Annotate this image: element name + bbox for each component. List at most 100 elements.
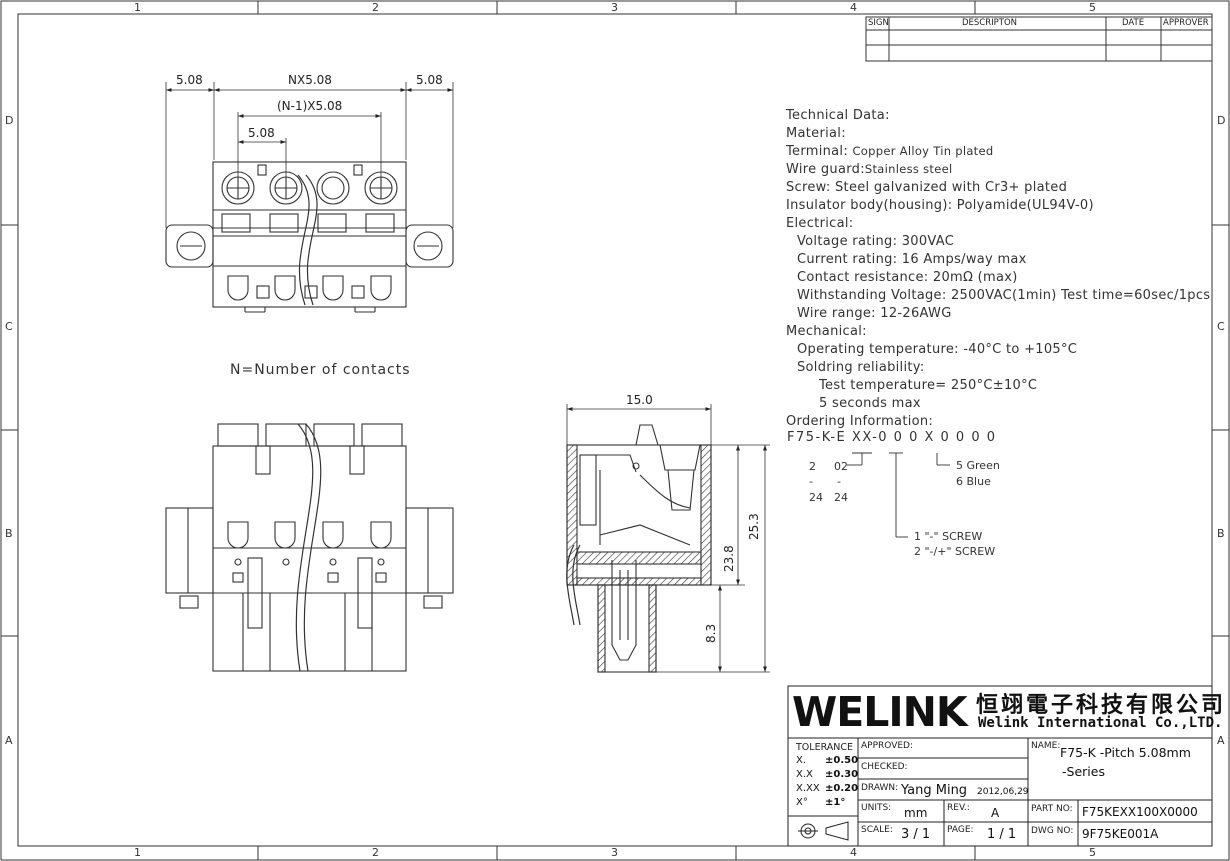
- drawn-by: Yang Ming: [901, 783, 968, 798]
- dim-height-body: 23.8: [722, 545, 736, 572]
- tech-line-text: Terminal:: [786, 144, 853, 159]
- tech-line: Electrical:: [786, 216, 853, 231]
- drawn-date: 2012,06,29: [977, 787, 1029, 797]
- tech-line-text: Operating temperature: -40°C to +105°C: [797, 342, 1078, 357]
- drawn-label: DRAWN:: [861, 783, 899, 793]
- tolerance-key: X.X: [796, 769, 813, 780]
- tech-line: Terminal: Copper Alloy Tin plated: [786, 144, 993, 159]
- tech-line-text: Current rating: 16 Amps/way max: [797, 252, 1027, 267]
- tech-line-text: Wire guard:: [786, 162, 865, 177]
- row-label-a-left: A: [5, 734, 13, 747]
- dwg-no-label: DWG NO:: [1031, 826, 1074, 836]
- rev-header-approver: APPROVER: [1163, 18, 1209, 28]
- ordering-ways-max: 24: [809, 491, 823, 504]
- product-name-line2: -Series: [1062, 764, 1105, 779]
- row-label-c-left: C: [5, 320, 13, 333]
- row-label-b-left: B: [5, 527, 13, 540]
- dim-inner-pitch: (N-1)X5.08: [277, 99, 343, 113]
- dim-overall-pitch: NX5.08: [288, 73, 332, 87]
- tech-line-text: Wire range: 12-26AWG: [797, 306, 952, 321]
- ordering-leaders: [847, 452, 950, 538]
- ordering-ways-sep-a: -: [809, 475, 813, 488]
- col-label-1-top: 1: [134, 1, 141, 14]
- tech-line-text: Material:: [786, 126, 846, 141]
- row-label-d-right: D: [1217, 114, 1226, 127]
- tech-line: Technical Data:: [786, 108, 890, 123]
- tolerance-value: ±0.30: [825, 769, 859, 780]
- ordering-code: F75-K-E XX-0 0 0 X 0 0 0 0: [787, 430, 997, 445]
- tech-line: Current rating: 16 Amps/way max: [797, 252, 1027, 267]
- col-label-4-bottom: 4: [850, 846, 857, 859]
- tech-line: Ordering Information:: [786, 414, 933, 429]
- row-label-a-right: A: [1217, 734, 1225, 747]
- tech-line: Wire range: 12-26AWG: [797, 306, 952, 321]
- tolerance-label: TOLERANCE: [796, 742, 854, 753]
- tech-line: 5 seconds max: [819, 396, 921, 411]
- tech-line-text: Electrical:: [786, 216, 854, 231]
- col-label-2-top: 2: [372, 1, 379, 14]
- col-label-5-top: 5: [1089, 1, 1096, 14]
- part-no-value: F75KEXX100X0000: [1082, 805, 1198, 819]
- row-label-c-right: C: [1217, 320, 1225, 333]
- tech-line: Withstanding Voltage: 2500VAC(1min) Test…: [797, 288, 1210, 303]
- scale-label: SCALE:: [861, 825, 893, 835]
- side-view: [566, 404, 770, 673]
- row-label-b-right: B: [1217, 527, 1225, 540]
- tech-line: Soldring reliability:: [797, 360, 925, 375]
- company-logo: WELINK: [792, 688, 968, 736]
- tech-line: Contact resistance: 20mΩ (max): [797, 270, 1018, 285]
- col-label-2-bottom: 2: [372, 846, 379, 859]
- ordering-ways-min: 2: [809, 460, 816, 473]
- tech-line: Screw: Steel galvanized with Cr3+ plated: [786, 180, 1067, 195]
- rev-header-description: DESCRIPTON: [962, 18, 1018, 28]
- approved-label: APPROVED:: [861, 741, 913, 751]
- ordering-ways-max-code: 24: [834, 491, 848, 504]
- tech-line: Operating temperature: -40°C to +105°C: [797, 342, 1077, 357]
- part-no-label: PART NO:: [1031, 804, 1073, 814]
- dwg-no-value: 9F75KE001A: [1082, 827, 1159, 841]
- col-label-1-bottom: 1: [134, 846, 141, 859]
- scale-value: 3 / 1: [901, 827, 931, 842]
- tech-line-text: Withstanding Voltage: 2500VAC(1min) Test…: [797, 288, 1211, 303]
- rev-header-date: DATE: [1122, 18, 1145, 28]
- dim-right-flange: 5.08: [416, 73, 443, 87]
- tech-line-text: Mechanical:: [786, 324, 867, 339]
- tech-line-text: Contact resistance: 20mΩ (max): [797, 270, 1018, 285]
- tech-line: Wire guard:Stainless steel: [786, 162, 953, 177]
- bottom-view: [165, 423, 454, 672]
- tolerance-value: ±0.20: [825, 783, 859, 794]
- tolerance-key: X.: [796, 755, 807, 766]
- tech-line: Mechanical:: [786, 324, 867, 339]
- row-label-d-left: D: [5, 114, 14, 127]
- rev-header-sign: SIGN: [868, 18, 889, 28]
- ordering-ways-sep-b: -: [837, 475, 841, 488]
- tech-line-text: Ordering Information:: [786, 414, 934, 429]
- tech-line-text: Test temperature= 250°C±10°C: [819, 378, 1038, 393]
- tech-line-detail: Stainless steel: [864, 162, 953, 176]
- tech-line-text: 5 seconds max: [819, 396, 921, 411]
- ordering-color-blue: 6 Blue: [956, 475, 991, 488]
- tech-line-text: Soldring reliability:: [797, 360, 925, 375]
- page-value: 1 / 1: [987, 827, 1017, 842]
- col-label-5-bottom: 5: [1089, 846, 1096, 859]
- tech-line-text: Voltage rating: 300VAC: [797, 234, 955, 249]
- dim-height-pin: 8.3: [704, 623, 718, 643]
- units-label: UNITS:: [861, 803, 892, 813]
- ordering-screw-2: 2 "-/+" SCREW: [914, 545, 996, 558]
- ordering-ways-min-code: 02: [834, 460, 848, 473]
- tolerance-value: ±0.50: [825, 755, 859, 766]
- col-label-3-bottom: 3: [611, 846, 618, 859]
- tech-line-detail: Copper Alloy Tin plated: [852, 144, 994, 158]
- revision-block: [865, 16, 1213, 62]
- company-name-cn: 恒翊電子科技有限公司: [976, 692, 1227, 718]
- ordering-color-green: 5 Green: [956, 459, 1000, 472]
- name-label: NAME:: [1031, 741, 1061, 751]
- rev-label: REV.:: [947, 803, 970, 813]
- tech-line: Test temperature= 250°C±10°C: [819, 378, 1037, 393]
- rev-value: A: [991, 806, 1000, 820]
- dim-side-width: 15.0: [626, 393, 653, 407]
- col-label-3-top: 3: [611, 1, 618, 14]
